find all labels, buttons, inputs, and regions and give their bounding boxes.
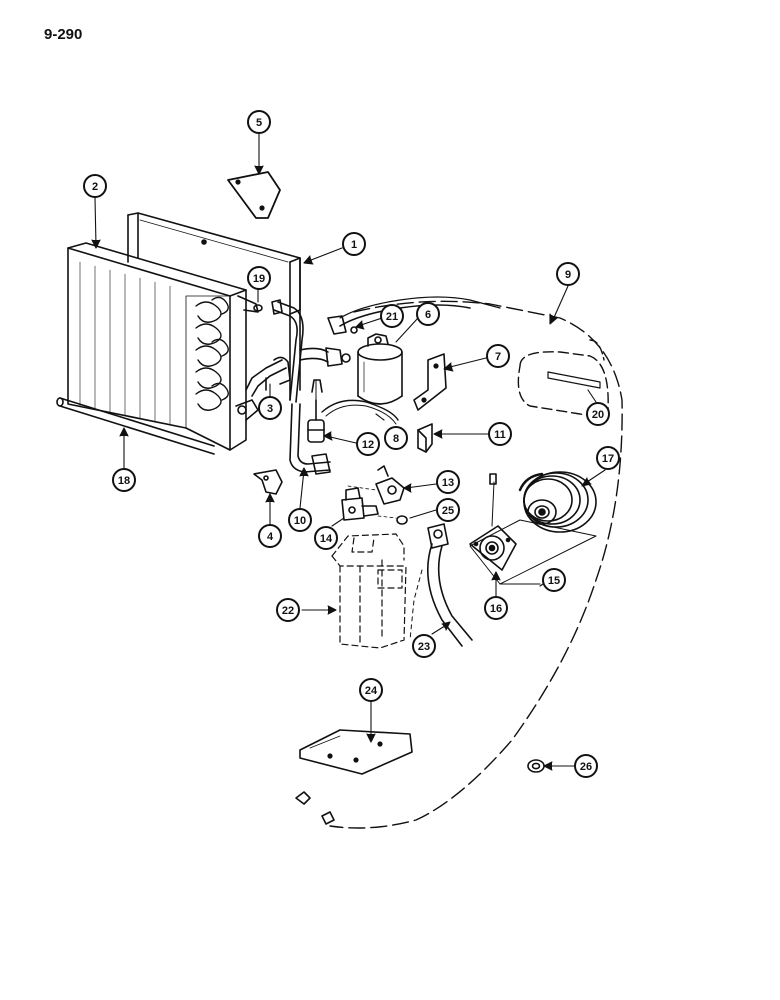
callout-22: 22	[276, 598, 300, 622]
svg-text:26: 26	[580, 761, 592, 773]
callout-23: 23	[412, 634, 436, 658]
part-wire-8	[321, 399, 399, 425]
svg-text:3: 3	[267, 403, 273, 415]
part-plate-15	[469, 519, 597, 585]
part-oring-19	[253, 304, 263, 312]
svg-text:4: 4	[267, 531, 274, 543]
svg-text:2: 2	[92, 181, 98, 193]
svg-text:10: 10	[294, 515, 306, 527]
part-pulley-17	[518, 471, 597, 533]
callout-1: 1	[342, 232, 366, 256]
part-coil-16	[469, 473, 517, 571]
part-bracket-7	[413, 353, 447, 411]
part-decal-20	[547, 371, 601, 389]
part-plate-24	[299, 729, 413, 775]
svg-text:16: 16	[490, 603, 502, 615]
part-grommet-26	[527, 759, 545, 773]
part-line-3	[245, 356, 291, 397]
callout-13: 13	[436, 470, 460, 494]
callout-2: 2	[83, 174, 107, 198]
callout-4: 4	[258, 524, 282, 548]
svg-text:8: 8	[393, 433, 399, 445]
callout-15: 15	[542, 568, 566, 592]
callout-21: 21	[380, 304, 404, 328]
part-hardware-bottom	[295, 791, 335, 825]
part-frame-1	[127, 212, 301, 401]
svg-text:25: 25	[442, 505, 454, 517]
callout-11: 11	[488, 422, 512, 446]
part-valve-13	[347, 465, 405, 505]
callout-8: 8	[384, 426, 408, 450]
callout-6: 6	[416, 302, 440, 326]
part-bracket-5	[227, 171, 281, 219]
callout-18: 18	[112, 468, 136, 492]
leader-lines	[91, 133, 606, 771]
svg-text:9: 9	[565, 269, 571, 281]
callout-24: 24	[359, 678, 383, 702]
part-fitting-tube-upper	[271, 299, 304, 403]
part-bracket-4	[253, 469, 283, 495]
callout-17: 17	[596, 446, 620, 470]
part-hood-9	[329, 300, 623, 829]
part-hose-receiver	[299, 347, 351, 367]
callout-12: 12	[356, 432, 380, 456]
callout-19: 19	[247, 266, 271, 290]
callout-5: 5	[247, 110, 271, 134]
part-receiver-drier-6	[357, 333, 403, 405]
part-switch-12	[307, 379, 325, 443]
part-condenser-2	[67, 242, 259, 451]
part-bracket-11	[417, 423, 433, 453]
svg-text:14: 14	[320, 533, 333, 545]
svg-text:19: 19	[253, 273, 265, 285]
svg-text:21: 21	[386, 311, 398, 323]
part-rod-18	[56, 397, 215, 455]
svg-text:24: 24	[365, 685, 378, 697]
svg-text:15: 15	[548, 575, 560, 587]
part-oring-25	[377, 515, 408, 525]
svg-text:5: 5	[256, 117, 262, 129]
svg-text:20: 20	[592, 409, 604, 421]
svg-text:7: 7	[495, 351, 501, 363]
callout-20: 20	[586, 402, 610, 426]
part-compressor-22	[331, 533, 407, 649]
callout-9: 9	[556, 262, 580, 286]
part-tee-14	[341, 487, 379, 521]
svg-text:12: 12	[362, 439, 374, 451]
svg-text:11: 11	[494, 429, 506, 441]
svg-text:6: 6	[425, 309, 431, 321]
callout-7: 7	[486, 344, 510, 368]
callout-14: 14	[314, 526, 338, 550]
svg-text:17: 17	[602, 453, 614, 465]
callout-16: 16	[484, 596, 508, 620]
callout-10: 10	[288, 508, 312, 532]
svg-text:1: 1	[351, 239, 357, 251]
svg-text:13: 13	[442, 477, 454, 489]
callout-3: 3	[258, 396, 282, 420]
callout-25: 25	[436, 498, 460, 522]
svg-text:22: 22	[282, 605, 294, 617]
page-number: 9-290	[44, 26, 83, 43]
part-hose-23	[409, 523, 473, 647]
svg-text:23: 23	[418, 641, 430, 653]
callout-26: 26	[574, 754, 598, 778]
svg-text:18: 18	[118, 475, 130, 487]
